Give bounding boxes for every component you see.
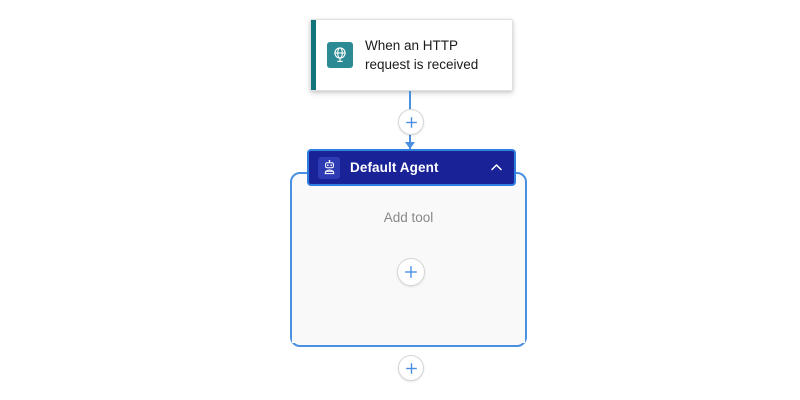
trigger-label: When an HTTP request is received (365, 36, 478, 74)
trigger-label-line2: request is received (365, 57, 479, 72)
add-step-button-bottom[interactable] (398, 355, 424, 381)
agent-title: Default Agent (350, 160, 439, 175)
add-step-button-top[interactable] (398, 109, 424, 135)
globe-icon (327, 42, 353, 68)
robot-icon (318, 156, 340, 179)
connector-arrow-trigger-to-agent (405, 142, 415, 149)
trigger-label-line1: When an HTTP (365, 38, 459, 53)
agent-header-selection-ring: Default Agent (307, 149, 516, 186)
add-tool-label: Add tool (383, 210, 434, 225)
agent-header[interactable]: Default Agent (310, 152, 513, 183)
trigger-accent-bar (311, 20, 316, 90)
trigger-card-http-request[interactable]: When an HTTP request is received (310, 19, 513, 91)
chevron-up-icon[interactable] (489, 160, 504, 175)
add-tool-button[interactable] (397, 258, 425, 286)
